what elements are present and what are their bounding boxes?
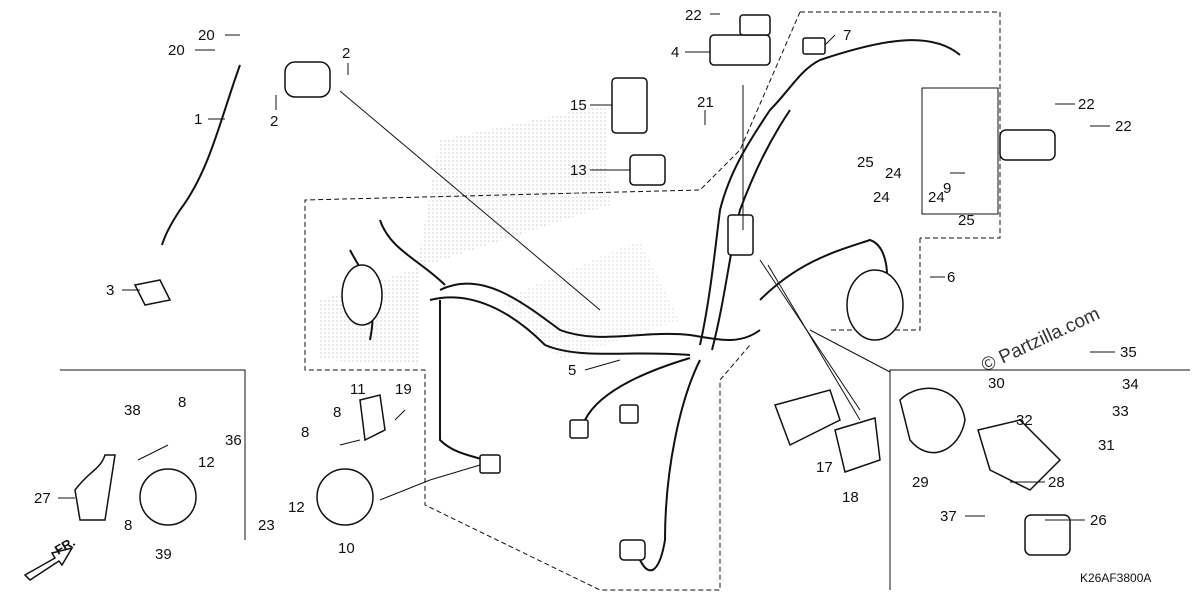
relay-13 (629, 154, 666, 186)
callout-20b: 20 (168, 42, 185, 59)
callout-2b: 2 (270, 113, 278, 130)
callout-29: 29 (912, 474, 929, 491)
callout-25a: 25 (857, 154, 874, 171)
callout-labels: 20 20 2 2 1 3 22 4 7 15 21 13 5 6 22 22 … (34, 7, 1139, 563)
connector-7 (802, 37, 826, 55)
callout-19: 19 (395, 381, 412, 398)
callout-21: 21 (697, 94, 714, 111)
components (74, 14, 1071, 561)
watermark: © Partzilla.com (978, 303, 1103, 376)
callout-22a: 22 (685, 7, 702, 24)
callout-26: 26 (1090, 512, 1107, 529)
callout-8b: 8 (301, 424, 309, 441)
fuse-box-inset (921, 87, 999, 215)
callout-1: 1 (194, 111, 202, 128)
spark-plug-cap-3 (133, 279, 172, 306)
callout-24a: 24 (885, 165, 902, 182)
callout-34: 34 (1122, 376, 1139, 393)
callout-15: 15 (570, 97, 587, 114)
callout-28: 28 (1048, 474, 1065, 491)
callout-2a: 2 (342, 45, 350, 62)
callout-12b: 12 (288, 499, 305, 516)
callout-31: 31 (1098, 437, 1115, 454)
bracket-28 (977, 419, 1062, 491)
callout-22c: 22 (1115, 118, 1132, 135)
ecu-17 (774, 389, 841, 447)
callout-38: 38 (124, 402, 141, 419)
callout-25b: 25 (958, 212, 975, 229)
callout-20a: 20 (198, 27, 215, 44)
leader-lines (58, 13, 1115, 521)
horn-10 (316, 468, 374, 526)
callout-32: 32 (1016, 412, 1033, 429)
callout-12a: 12 (198, 454, 215, 471)
callout-9: 9 (943, 180, 951, 197)
callout-24b: 24 (873, 189, 890, 206)
front-direction-arrow: FR. (23, 534, 78, 581)
callout-24c: 24 (928, 189, 945, 206)
plug-wire-1 (161, 64, 241, 246)
shaded-areas (320, 105, 680, 365)
callout-6: 6 (947, 269, 955, 286)
callout-22b: 22 (1078, 96, 1095, 113)
callout-3: 3 (106, 282, 114, 299)
callout-37: 37 (940, 508, 957, 525)
callout-17: 17 (816, 459, 833, 476)
coil-left (341, 264, 383, 326)
bracket-11 (359, 394, 386, 442)
callout-5: 5 (568, 362, 576, 379)
ignition-coil-shape (284, 61, 331, 98)
coil-right (846, 269, 904, 341)
callout-7: 7 (843, 27, 851, 44)
module-18 (834, 417, 881, 473)
callout-8a: 8 (333, 404, 341, 421)
relay-box-4 (709, 34, 771, 66)
callout-35: 35 (1120, 344, 1137, 361)
callout-18: 18 (842, 489, 859, 506)
callout-10: 10 (338, 540, 355, 557)
horn-39 (139, 468, 197, 526)
callout-30: 30 (988, 375, 1005, 392)
diagram-code: K26AF3800A (1080, 571, 1151, 585)
callout-13: 13 (570, 162, 587, 179)
cover-29 (899, 387, 966, 454)
callout-4: 4 (671, 44, 679, 61)
relay-15 (611, 77, 648, 134)
callout-33: 33 (1112, 403, 1129, 420)
callout-8c: 8 (178, 394, 186, 411)
bracket-27 (74, 454, 116, 521)
sensor-9 (999, 129, 1056, 161)
callout-36: 36 (225, 432, 242, 449)
callout-11: 11 (350, 381, 366, 398)
callout-27: 27 (34, 490, 51, 507)
switch-26 (1024, 514, 1071, 556)
callout-39: 39 (155, 546, 172, 563)
callout-23: 23 (258, 517, 275, 534)
callout-8d: 8 (124, 517, 132, 534)
